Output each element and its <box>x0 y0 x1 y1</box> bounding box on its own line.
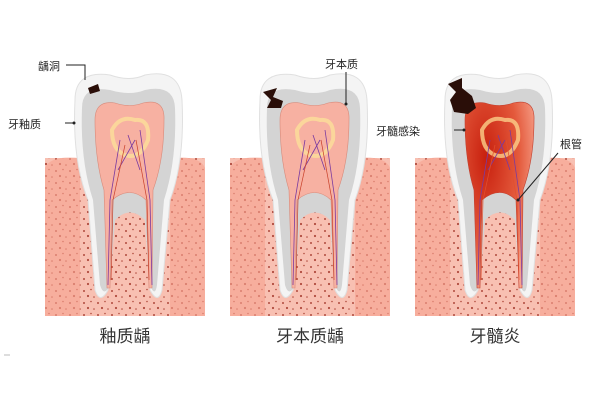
tooth-illustration-dentin-caries <box>230 73 390 316</box>
caption-dentin-caries: 牙本质龋 <box>276 327 344 347</box>
caries-spot <box>88 84 100 94</box>
label-caries: 龋洞 <box>38 60 60 73</box>
panel-enamel-caries: 龋洞 牙釉质 釉质龋 <box>8 0 240 400</box>
panel-pulpitis: 牙髓感染 根管 牙髓炎 <box>376 0 600 400</box>
caries-spot <box>448 78 476 114</box>
label-pulp-infection: 牙髓感染 <box>376 125 420 138</box>
label-root-canal: 根管 <box>560 138 582 151</box>
leader-lines <box>454 128 559 202</box>
leader-lines <box>344 72 348 106</box>
caption-enamel-caries: 釉质龋 <box>99 327 151 347</box>
panel-dentin-caries: 牙本质 牙本质龋 <box>225 0 425 400</box>
label-dentin: 牙本质 <box>325 58 358 71</box>
caries-spot <box>263 88 283 108</box>
caption-pulpitis: 牙髓炎 <box>469 327 521 347</box>
leader-lines <box>65 64 86 125</box>
label-enamel: 牙釉质 <box>8 118 41 131</box>
tooth-illustration-enamel-caries <box>45 73 205 316</box>
tooth-illustration-pulpitis <box>415 73 575 316</box>
stray-mark <box>4 354 10 356</box>
